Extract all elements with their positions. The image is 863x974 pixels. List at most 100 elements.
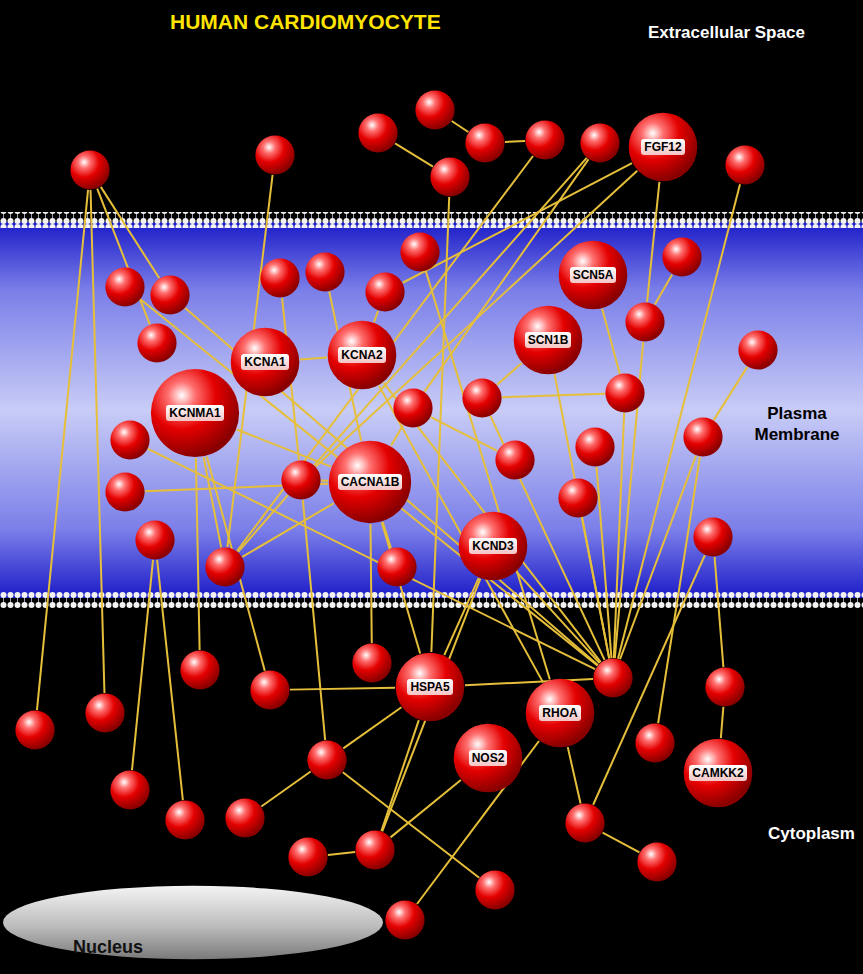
sphere-shape xyxy=(165,800,205,840)
sphere-shape xyxy=(465,123,505,163)
protein-sphere xyxy=(625,302,665,342)
protein-sphere xyxy=(558,478,598,518)
interaction-line xyxy=(157,560,183,800)
sphere-fill xyxy=(605,373,644,412)
gene-label: CACNA1B xyxy=(338,474,403,490)
protein-sphere xyxy=(738,330,778,370)
gene-label: NOS2 xyxy=(469,750,508,766)
sphere-shape xyxy=(110,770,150,810)
sphere-shape xyxy=(605,373,645,413)
sphere-fill xyxy=(738,330,777,369)
sphere-fill xyxy=(396,653,465,722)
interaction-line xyxy=(237,430,331,467)
sphere-fill xyxy=(135,520,174,559)
sphere-shape xyxy=(400,232,440,272)
gene-label: CAMKK2 xyxy=(689,765,746,781)
sphere-shape xyxy=(415,90,455,130)
protein-sphere: KCND3 xyxy=(458,511,528,581)
protein-sphere xyxy=(580,123,620,163)
sphere-shape xyxy=(580,123,620,163)
protein-sphere xyxy=(281,460,321,500)
protein-sphere xyxy=(150,275,190,315)
interaction-line xyxy=(391,425,403,445)
sphere-fill xyxy=(365,272,404,311)
region-label: Extracellular Space xyxy=(648,22,860,43)
sphere-fill xyxy=(475,870,514,909)
sphere-fill xyxy=(150,275,189,314)
sphere-shape xyxy=(575,427,615,467)
protein-sphere xyxy=(693,517,733,557)
interaction-line xyxy=(714,367,748,420)
interaction-line xyxy=(383,522,391,548)
interaction-line xyxy=(343,772,479,878)
sphere-shape xyxy=(307,740,347,780)
interaction-line xyxy=(658,457,700,723)
sphere-fill xyxy=(495,440,534,479)
interaction-line xyxy=(37,190,88,710)
sphere-fill xyxy=(575,427,614,466)
sphere-shape xyxy=(135,520,175,560)
protein-sphere xyxy=(358,113,398,153)
sphere-fill xyxy=(105,472,144,511)
sphere-fill xyxy=(635,723,674,762)
sphere-fill xyxy=(593,658,632,697)
protein-sphere xyxy=(355,830,395,870)
sphere-fill xyxy=(260,258,299,297)
sphere-fill xyxy=(514,306,583,375)
protein-sphere xyxy=(377,547,417,587)
sphere-shape xyxy=(305,252,345,292)
gene-label: KCND3 xyxy=(469,538,516,554)
ellipse-shape xyxy=(3,885,383,960)
interaction-line xyxy=(715,557,724,667)
protein-sphere xyxy=(365,272,405,312)
protein-sphere xyxy=(85,693,125,733)
protein-sphere xyxy=(110,420,150,460)
protein-sphere xyxy=(15,710,55,750)
protein-sphere: CACNA1B xyxy=(328,440,412,524)
protein-sphere xyxy=(135,520,175,560)
protein-sphere xyxy=(462,378,502,418)
interaction-line xyxy=(444,578,478,655)
protein-sphere xyxy=(305,252,345,292)
sphere-fill xyxy=(377,547,416,586)
sphere-fill xyxy=(430,157,469,196)
interaction-line xyxy=(261,772,310,807)
sphere-fill xyxy=(137,323,176,362)
sphere-fill xyxy=(637,842,676,881)
gene-label: KCNA2 xyxy=(338,347,385,363)
protein-sphere: NOS2 xyxy=(453,723,523,793)
sphere-fill xyxy=(580,123,619,162)
protein-sphere: RHOA xyxy=(525,678,595,748)
sphere-shape xyxy=(635,723,675,763)
protein-sphere xyxy=(662,237,702,277)
protein-sphere xyxy=(70,150,110,190)
gene-label: KCNA1 xyxy=(241,354,288,370)
sphere-shape xyxy=(565,803,605,843)
protein-sphere: CAMKK2 xyxy=(683,738,753,808)
region-label: Plasma Membrane xyxy=(733,403,861,445)
diagram-title: HUMAN CARDIOMYOCYTE xyxy=(170,10,441,34)
sphere-fill xyxy=(705,667,744,706)
protein-sphere xyxy=(250,670,290,710)
protein-sphere xyxy=(110,770,150,810)
interaction-line xyxy=(370,524,371,643)
interaction-line xyxy=(238,495,288,552)
interaction-line xyxy=(321,480,328,482)
sphere-fill xyxy=(110,420,149,459)
sphere-shape xyxy=(365,272,405,312)
interaction-line xyxy=(602,309,620,374)
sphere-shape xyxy=(85,693,125,733)
sphere-fill xyxy=(250,670,289,709)
interaction-line xyxy=(382,579,480,832)
protein-sphere xyxy=(288,837,328,877)
interaction-line xyxy=(431,417,497,451)
sphere-fill xyxy=(683,417,722,456)
sphere-shape xyxy=(462,378,502,418)
sphere-fill xyxy=(400,232,439,271)
protein-sphere xyxy=(105,267,145,307)
protein-sphere xyxy=(495,440,535,480)
sphere-fill xyxy=(462,378,501,417)
sphere-fill xyxy=(151,369,239,457)
sphere-fill xyxy=(629,113,698,182)
sphere-fill xyxy=(180,650,219,689)
